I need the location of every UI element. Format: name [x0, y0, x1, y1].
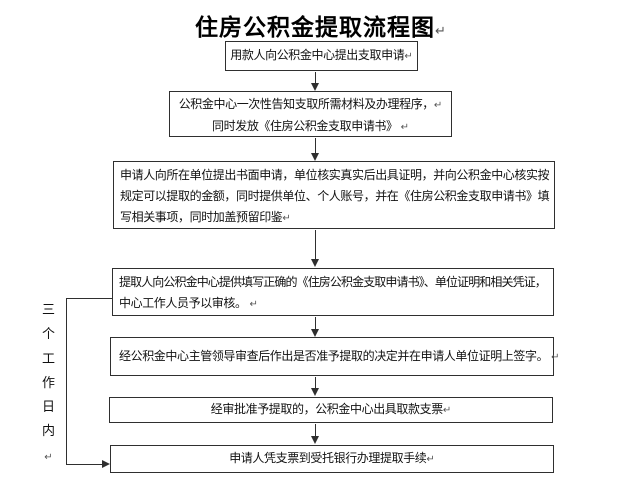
flow-box-step-2-center-notify: 公积金中心一次性告知支取所需材料及办理程序，↵ 同时发放《住房公积金支取申请书》…: [169, 91, 452, 137]
arrow-shaft: [315, 138, 316, 154]
arrow-step6-to-step7: [311, 424, 320, 444]
step-text: 申请人凭支票到受托银行办理提取手续: [229, 451, 427, 465]
step-text: 经公积金中心主管领导审查后作出是否准予提取的决定并在申请人单位证明上签字。: [119, 348, 549, 363]
bracket-vertical-line: [66, 298, 67, 464]
arrow-shaft: [315, 424, 316, 437]
step-text: 经审批准予提取的，公积金中心出具取款支票: [210, 402, 443, 416]
step-text: 申请人向所在单位提出书面申请，单位核实真实后出具证明，并向公积金中心核实按: [120, 168, 550, 182]
step-text: 公积金中心一次性告知支取所需材料及办理程序，: [178, 97, 435, 111]
flow-box-text: 规定可以提取的金额，同时提供单位、个人账号，并在《住房公积金支取申请书》填: [120, 186, 550, 207]
paragraph-mark-icon: ↵: [249, 299, 258, 310]
arrow-head-icon: [311, 153, 319, 161]
paragraph-mark-icon: ↵: [442, 405, 452, 416]
flow-box-step-1-apply: 用款人向公积金中心提出支取申请↵: [225, 41, 418, 71]
arrow-shaft: [315, 230, 316, 260]
flow-box-step-7-bank-withdraw: 申请人凭支票到受托银行办理提取手续↵: [110, 445, 554, 473]
arrow-head-icon: [311, 388, 319, 396]
step-text: 中心工作人员予以审核。: [119, 296, 247, 310]
step-text: 同时发放《住房公积金支取申请书》: [212, 119, 398, 133]
arrow-head-icon: [311, 329, 319, 337]
arrow-step4-to-step5: [311, 317, 320, 337]
side-label-text: 三个工作日内: [41, 302, 55, 439]
flow-box-step-3-unit-verify: 申请人向所在单位提出书面申请，单位核实真实后出具证明，并向公积金中心核实按 规定…: [113, 161, 555, 229]
flow-box-text: 用款人向公积金中心提出支取申请↵: [230, 45, 412, 67]
paragraph-mark-icon: ↵: [282, 213, 291, 224]
side-label-three-working-days: 三个工作日内 ↵: [41, 298, 56, 470]
paragraph-mark-icon: ↵: [551, 351, 560, 363]
flow-box-step-6-issue-check: 经审批准予提取的，公积金中心出具取款支票↵: [109, 397, 553, 423]
flow-box-text: 经公积金中心主管领导审查后作出是否准予提取的决定并在申请人单位证明上签字。 ↵: [119, 346, 560, 368]
paragraph-mark-icon: ↵: [44, 451, 53, 463]
step-text: 用款人向公积金中心提出支取申请: [230, 48, 405, 62]
arrow-head-icon: [102, 460, 110, 468]
bracket-top-line: [66, 298, 112, 299]
arrow-shaft: [315, 317, 316, 330]
page-title: 住房公积金提取流程图↵: [0, 8, 641, 42]
step-text: 提取人向公积金中心提供填写正确的《住房公积金支取申请书》、单位证明和相关凭证，: [119, 275, 547, 289]
paragraph-mark-icon: ↵: [426, 454, 435, 465]
paragraph-mark-icon: ↵: [433, 100, 443, 111]
arrow-head-icon: [311, 83, 319, 91]
flow-box-text: 写相关事项，同时加盖预留印鉴↵: [120, 207, 548, 229]
arrow-step5-to-step6: [311, 377, 320, 396]
flow-box-text: 中心工作人员予以审核。 ↵: [119, 293, 547, 315]
flow-box-text: 公积金中心一次性告知支取所需材料及办理程序，↵: [170, 94, 451, 116]
arrow-step3-to-step4: [311, 230, 320, 267]
arrow-step2-to-step3: [311, 138, 320, 161]
bracket-bottom-line: [66, 464, 102, 465]
flow-box-text: 提取人向公积金中心提供填写正确的《住房公积金支取申请书》、单位证明和相关凭证，: [119, 272, 547, 293]
arrow-shaft: [315, 377, 316, 389]
paragraph-mark-icon: ↵: [400, 122, 409, 133]
flow-box-text: 申请人凭支票到受托银行办理提取手续↵: [229, 448, 435, 470]
flow-box-text: 同时发放《住房公积金支取申请书》 ↵: [170, 116, 451, 138]
step-text: 规定可以提取的金额，同时提供单位、个人账号，并在《住房公积金支取申请书》填: [120, 189, 550, 203]
arrow-head-icon: [311, 436, 319, 444]
paragraph-mark-icon: ↵: [404, 51, 413, 62]
paragraph-mark-icon: ↵: [435, 23, 446, 38]
flow-box-text: 申请人向所在单位提出书面申请，单位核实真实后出具证明，并向公积金中心核实按: [120, 165, 550, 186]
step-text: 写相关事项，同时加盖预留印鉴: [120, 210, 283, 224]
arrow-shaft: [315, 72, 316, 84]
flow-box-step-4-center-review: 提取人向公积金中心提供填写正确的《住房公积金支取申请书》、单位证明和相关凭证， …: [112, 268, 554, 316]
page-title-text: 住房公积金提取流程图: [195, 14, 436, 40]
flow-box-text: 经审批准予提取的，公积金中心出具取款支票↵: [211, 399, 451, 421]
arrow-head-icon: [311, 259, 319, 267]
flow-box-step-5-leader-decision: 经公积金中心主管领导审查后作出是否准予提取的决定并在申请人单位证明上签字。 ↵: [110, 337, 560, 376]
arrow-step1-to-step2: [311, 72, 320, 91]
